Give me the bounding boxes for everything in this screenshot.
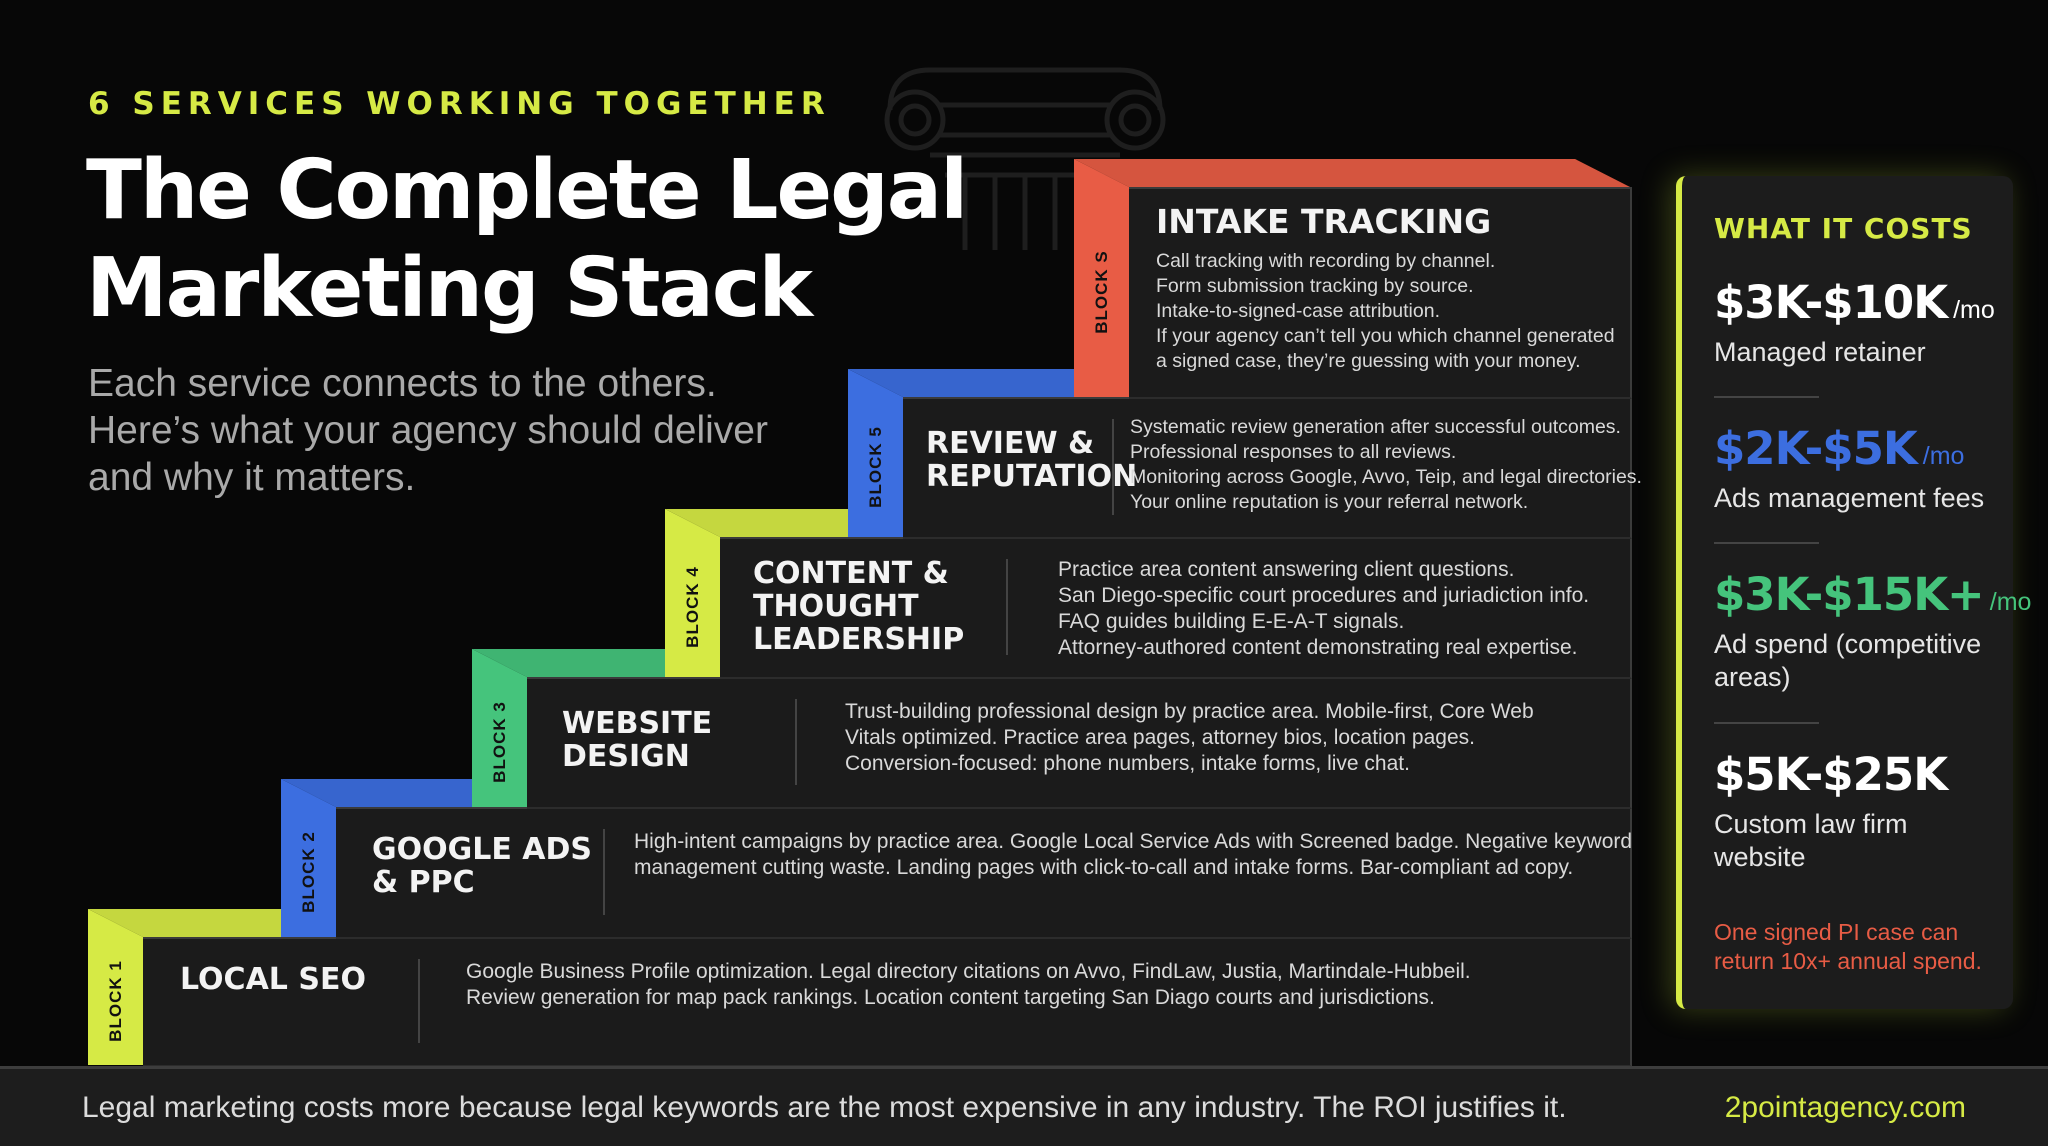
block-side-face <box>1074 159 1129 397</box>
cost-label-4: Custom law firm website <box>1714 809 1908 872</box>
block-side-face <box>472 649 527 807</box>
cost-divider <box>1714 722 1819 724</box>
cost-price-1: $3K-$10K/mo <box>1714 276 1995 329</box>
block-tag: BLOCK S <box>1091 250 1111 334</box>
block-side-face <box>88 909 143 1065</box>
cost-price-unit: /mo <box>1953 296 1995 324</box>
footer-text: Legal marketing costs more because legal… <box>82 1091 1567 1124</box>
footer-link[interactable]: 2pointagency.com <box>1724 1091 1966 1124</box>
cost-price-2: $2K-$5K/mo <box>1714 422 1964 475</box>
block-title: LOCAL SEO <box>180 962 366 997</box>
block-description: High-intent campaigns by practice area. … <box>634 830 1633 879</box>
block-divider <box>1006 559 1008 655</box>
block-title: CONTENT & THOUGHT LEADERSHIP <box>753 556 965 657</box>
cost-divider <box>1714 542 1819 544</box>
block-description: Trust-building professional design by pr… <box>845 700 1534 775</box>
cost-price-value: $2K-$5K <box>1714 422 1918 475</box>
cost-divider <box>1714 396 1819 398</box>
block-body <box>903 397 1632 539</box>
block-tag: BLOCK 5 <box>865 426 885 508</box>
block-tag: BLOCK 2 <box>298 831 318 913</box>
cost-panel: WHAT IT COSTS $3K-$10K/mo Managed retain… <box>1676 176 2031 1009</box>
cost-price-value: $3K-$15K+ <box>1714 568 1985 621</box>
cost-note: One signed PI case can return 10x+ annua… <box>1714 919 1982 974</box>
cost-price-unit: /mo <box>1922 442 1965 470</box>
block-top-face <box>1074 159 1630 187</box>
cost-label-2: Ads management fees <box>1714 483 1985 513</box>
block-title: WEBSITE DESIGN <box>562 706 713 774</box>
cost-price-value: $5K-$25K <box>1714 748 1948 801</box>
block-divider <box>603 829 605 915</box>
block-body <box>1129 187 1632 399</box>
block-body <box>720 537 1632 679</box>
block-description: Systematic review generation after succe… <box>1130 416 1642 513</box>
block-divider <box>795 699 797 785</box>
block-divider <box>1112 419 1114 515</box>
block-side-face <box>848 369 903 537</box>
block-title: REVIEW & REPUTATION <box>926 426 1138 494</box>
block-title: GOOGLE ADS & PPC <box>372 832 593 900</box>
cost-price-3: $3K-$15K+/mo <box>1714 568 2031 621</box>
block-divider <box>418 959 420 1043</box>
block-body <box>527 677 1632 809</box>
block-tag: BLOCK 1 <box>105 960 125 1042</box>
cost-price-4: $5K-$25K <box>1714 748 1953 801</box>
footer-bar: Legal marketing costs more because legal… <box>0 1066 2048 1146</box>
cost-label-3: Ad spend (competitive areas) <box>1714 629 1982 692</box>
cost-price-unit: /mo <box>1989 588 2032 616</box>
block-description: Practice area content answering client q… <box>1058 558 1590 659</box>
block-tag: BLOCK 3 <box>489 701 509 783</box>
eyebrow: 6 SERVICES WORKING TOGETHER <box>88 86 831 122</box>
block-side-face <box>665 509 720 677</box>
block-title: INTAKE TRACKING <box>1156 202 1492 241</box>
page-title: The Complete Legal Marketing Stack <box>86 143 968 336</box>
cost-panel-title: WHAT IT COSTS <box>1714 212 1973 245</box>
block-description: Google Business Profile optimization. Le… <box>466 960 1471 1009</box>
block-side-face <box>281 779 336 937</box>
cost-label-1: Managed retainer <box>1714 337 1926 367</box>
cost-price-value: $3K-$10K <box>1714 276 1948 329</box>
block-tag: BLOCK 4 <box>682 566 702 648</box>
page-subtitle: Each service connects to the others. Her… <box>88 362 768 499</box>
block-description: Call tracking with recording by channel.… <box>1156 250 1615 372</box>
